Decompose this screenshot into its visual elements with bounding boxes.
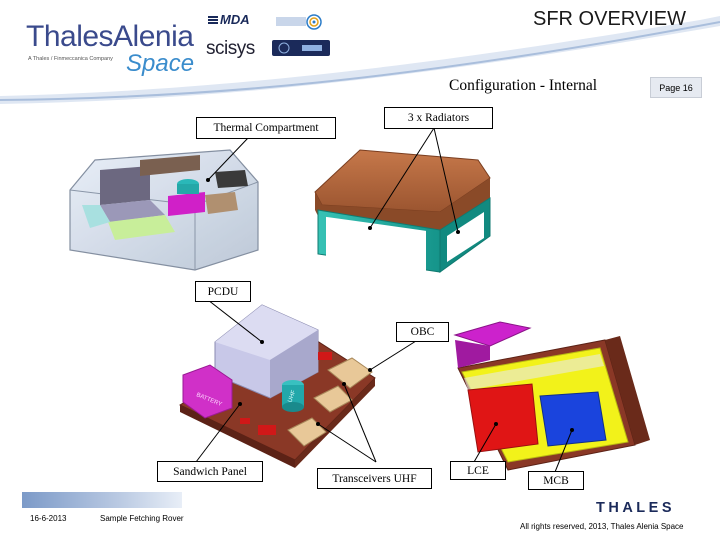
mda-bars-icon bbox=[208, 16, 218, 26]
callout-obc: OBC bbox=[396, 322, 449, 342]
footer-date: 16-6-2013 bbox=[30, 514, 67, 523]
logo-text-thales-alenia: ThalesAlenia bbox=[26, 20, 194, 53]
footer-accent-bar bbox=[22, 492, 182, 508]
callout-mcb: MCB bbox=[528, 471, 584, 490]
header-swoosh bbox=[0, 16, 720, 104]
footer-project-name: Sample Fetching Rover bbox=[100, 514, 184, 523]
radiators-model bbox=[314, 149, 491, 273]
uhf-label: UHF bbox=[288, 389, 298, 403]
callout-pcdu: PCDU bbox=[195, 281, 251, 302]
sandwich-panel-model bbox=[178, 304, 376, 468]
callout-sandwich-panel: Sandwich Panel bbox=[157, 461, 263, 482]
scisys-logo: scisys bbox=[206, 38, 255, 59]
slide-title: SFR OVERVIEW bbox=[533, 8, 686, 30]
sea-logo bbox=[272, 40, 330, 56]
callout-leaders bbox=[195, 127, 573, 473]
callout-transceivers-uhf: Transceivers UHF bbox=[317, 468, 432, 489]
thales-alenia-space-logo: ThalesAlenia A Thales / Finmeccanica Com… bbox=[26, 20, 196, 77]
callout-radiators: 3 x Radiators bbox=[384, 107, 493, 129]
partner-logos: MDA scisys bbox=[206, 12, 332, 62]
thales-logo: THALES bbox=[596, 500, 675, 516]
mda-logo: MDA bbox=[208, 12, 250, 27]
selex-logo bbox=[276, 14, 322, 30]
page-number-badge: Page 16 bbox=[650, 77, 702, 98]
thermal-compartment-model bbox=[69, 149, 259, 271]
mda-logo-text: MDA bbox=[220, 12, 250, 27]
callout-thermal-compartment: Thermal Compartment bbox=[196, 117, 336, 139]
callout-lce: LCE bbox=[450, 461, 506, 480]
logo-text-space: Space bbox=[126, 50, 195, 77]
logo-tagline: A Thales / Finmeccanica Company bbox=[28, 56, 113, 62]
slide-subtitle: Configuration - Internal bbox=[449, 77, 598, 94]
footer-copyright: All rights reserved, 2013, Thales Alenia… bbox=[520, 522, 684, 531]
callout-anchor-dots bbox=[206, 178, 574, 432]
obc-model bbox=[453, 321, 650, 471]
